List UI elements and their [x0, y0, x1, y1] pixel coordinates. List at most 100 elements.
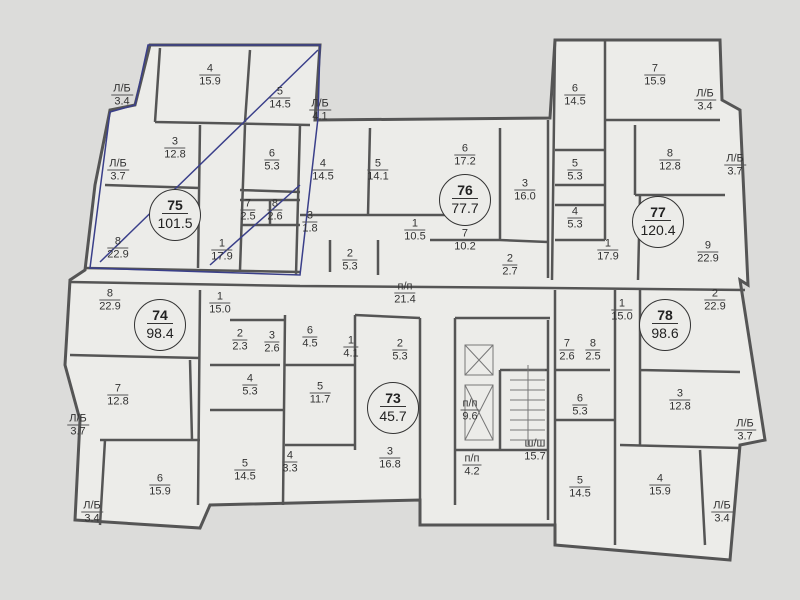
room-area: 22.9: [704, 300, 726, 313]
room-area: 5.3: [392, 350, 408, 363]
room-number: 5: [309, 381, 331, 394]
room-number: 3: [164, 136, 186, 149]
room-area: 12.8: [164, 148, 186, 161]
room-number: 2: [392, 338, 408, 351]
apartment-number: 73: [380, 390, 406, 407]
room-number: 7: [559, 338, 575, 351]
room-area: 15.9: [644, 75, 666, 88]
apartment-75-outline: [89, 44, 321, 276]
room-number: Л/Б: [67, 412, 89, 426]
room-area: 5.3: [567, 170, 583, 183]
room-number: Л/Б: [107, 157, 129, 171]
room-number: 2: [704, 288, 726, 301]
room-area: 4.1: [312, 110, 328, 123]
room-area: 14.5: [564, 95, 586, 108]
apartment-number: 78: [652, 307, 678, 324]
room-area: 5.3: [342, 260, 358, 273]
room-area: 3.7: [70, 425, 86, 438]
interior-walls: [69, 39, 746, 546]
room-area: 12.8: [669, 400, 691, 413]
room-area: 5.3: [567, 218, 583, 231]
room-number: 8: [585, 338, 601, 351]
room-number: 5: [234, 458, 256, 471]
room-area: 2.3: [232, 340, 248, 353]
room-area: 10.2: [454, 240, 476, 253]
apartment-area: 120.4: [640, 222, 676, 238]
room-area: 12.8: [107, 395, 129, 408]
room-number: 4: [282, 450, 298, 463]
room-area: 11.7: [309, 393, 331, 406]
room-area: 9.6: [462, 410, 478, 423]
room-number: п/п: [460, 397, 480, 411]
room-number: 4: [649, 473, 671, 486]
room-area: 15.9: [649, 485, 671, 498]
room-area: 3.4: [714, 512, 730, 525]
room-number: 5: [569, 475, 591, 488]
room-number: 3: [669, 388, 691, 401]
room-number: Л/Б: [81, 499, 103, 513]
apartment-area: 101.5: [157, 215, 193, 231]
apartment-area: 45.7: [379, 408, 407, 424]
room-number: 8: [659, 148, 681, 161]
room-area: 12.8: [659, 160, 681, 173]
room-number: 7: [107, 383, 129, 396]
room-number: 3: [302, 210, 318, 223]
elevator-shafts: [464, 344, 545, 445]
room-number: 1: [211, 238, 233, 251]
room-number: 1: [343, 335, 359, 348]
room-number: 6: [302, 325, 318, 338]
room-number: 1: [209, 291, 231, 304]
room-area: 5.3: [264, 160, 280, 173]
room-number: 8: [267, 198, 283, 211]
room-number: Л/Б: [724, 152, 746, 166]
room-area: 2.5: [585, 350, 601, 363]
room-number: Л/Б: [309, 97, 331, 111]
room-number: Л/Б: [734, 417, 756, 431]
room-number: 6: [454, 143, 476, 156]
room-number: 2: [232, 328, 248, 341]
room-area: 16.8: [379, 458, 401, 471]
room-area: 3.4: [84, 512, 100, 525]
room-area: 14.1: [367, 170, 389, 183]
room-area: 17.9: [597, 250, 619, 263]
room-number: Л/Б: [694, 87, 716, 101]
room-number: 3: [379, 446, 401, 459]
room-area: 2.6: [267, 210, 283, 223]
room-number: 5: [567, 158, 583, 171]
room-area: 4.2: [464, 465, 480, 478]
